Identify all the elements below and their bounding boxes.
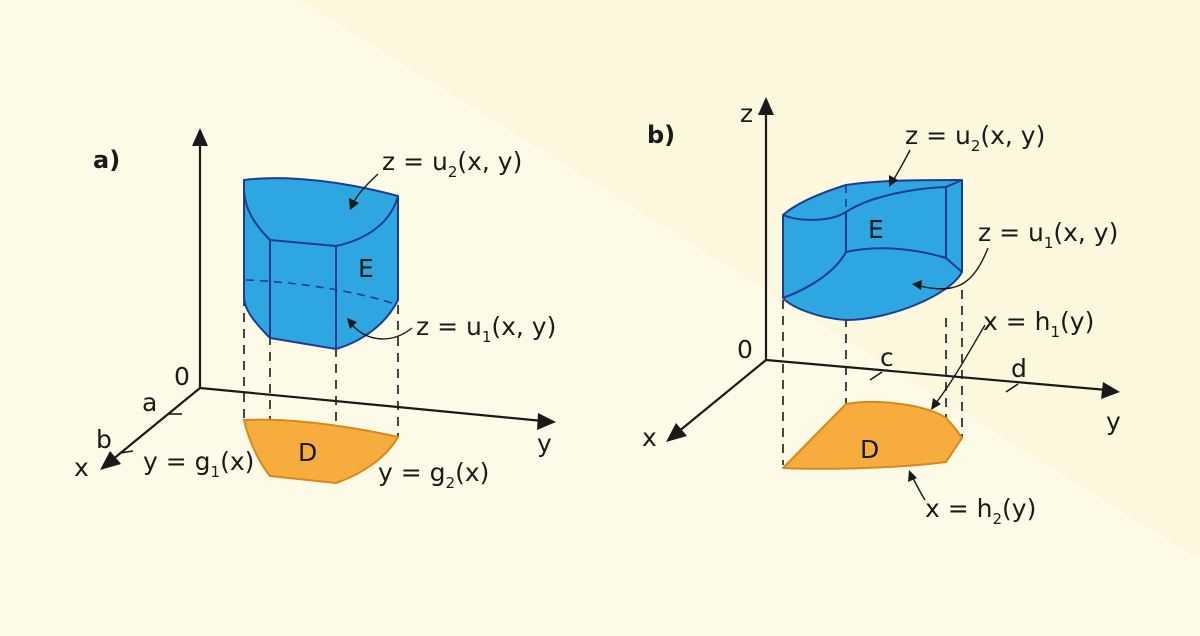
solid-e-label-b: E [868, 215, 884, 244]
bottom-surface-label-b: z = u1(x, y) [978, 218, 1118, 252]
panel-b-label: b) [647, 121, 675, 149]
pointer-curve-h2 [911, 475, 926, 501]
background-band [300, 0, 1200, 560]
pointer-arrowhead [931, 398, 941, 410]
solid-e-label-a: E [358, 254, 374, 283]
tick-label-a: a [142, 388, 157, 417]
tick-mark-b [119, 450, 134, 454]
z-axis-arrowhead-b [758, 97, 774, 115]
pointer-arrowhead [347, 318, 357, 329]
x-axis-b [677, 359, 767, 433]
x-axis-label-b: x [642, 423, 657, 452]
tick-label-d: d [1011, 354, 1027, 383]
solid-e-a [243, 177, 399, 350]
upper-curve-label-a: y = g2(x) [378, 458, 489, 492]
panel-b: b) E D 0 c [642, 97, 1121, 528]
pointer-bottom-surface-b [919, 247, 989, 290]
x-axis-a [111, 387, 201, 461]
pointer-arrowhead [912, 280, 922, 290]
y-axis-arrowhead-a [537, 413, 556, 430]
region-d-label-a: D [298, 438, 317, 467]
solid-top-edge [782, 179, 963, 221]
tick-mark-c [869, 371, 883, 381]
region-d-a [243, 418, 399, 484]
z-axis-arrowhead-a [192, 128, 208, 146]
tick-label-c: c [880, 343, 894, 372]
panel-a-label: a) [93, 146, 120, 174]
origin-label-b: 0 [737, 335, 753, 364]
curve-h1-label: x = h1(y) [983, 307, 1094, 341]
solid-hidden-edge [245, 279, 399, 306]
tick-mark-d [1005, 383, 1019, 393]
y-axis-arrowhead-b [1101, 382, 1120, 399]
y-axis-label-a: y [537, 429, 552, 458]
region-d-label-b: D [860, 435, 879, 464]
bottom-surface-label-a: z = u1(x, y) [416, 312, 556, 346]
y-axis-b [765, 358, 1108, 392]
lower-curve-label-a: y = g1(x) [143, 447, 254, 481]
x-axis-arrowhead-b [666, 423, 687, 442]
region-d-b [782, 401, 963, 470]
pointer-arrowhead [349, 198, 359, 210]
panel-a: a) E D 0 a b x y z = [74, 128, 556, 492]
top-surface-label-a: z = u2(x, y) [382, 147, 522, 181]
pointer-curve-h1 [935, 324, 986, 404]
pointer-bottom-surface-a [351, 324, 413, 340]
y-axis-label-b: y [1106, 407, 1121, 436]
x-axis-label-a: x [74, 453, 89, 482]
pointer-arrowhead [908, 470, 917, 482]
tick-label-b: b [96, 425, 112, 454]
origin-label-a: 0 [174, 362, 190, 391]
pointer-arrowhead [889, 175, 898, 187]
z-axis-label-b: z [740, 99, 753, 128]
top-surface-label-b: z = u2(x, y) [905, 121, 1045, 155]
solid-top-edge [243, 189, 399, 248]
y-axis-a [199, 386, 544, 423]
x-axis-arrowhead-a [100, 451, 121, 470]
curve-h2-label: x = h2(y) [925, 494, 1036, 528]
